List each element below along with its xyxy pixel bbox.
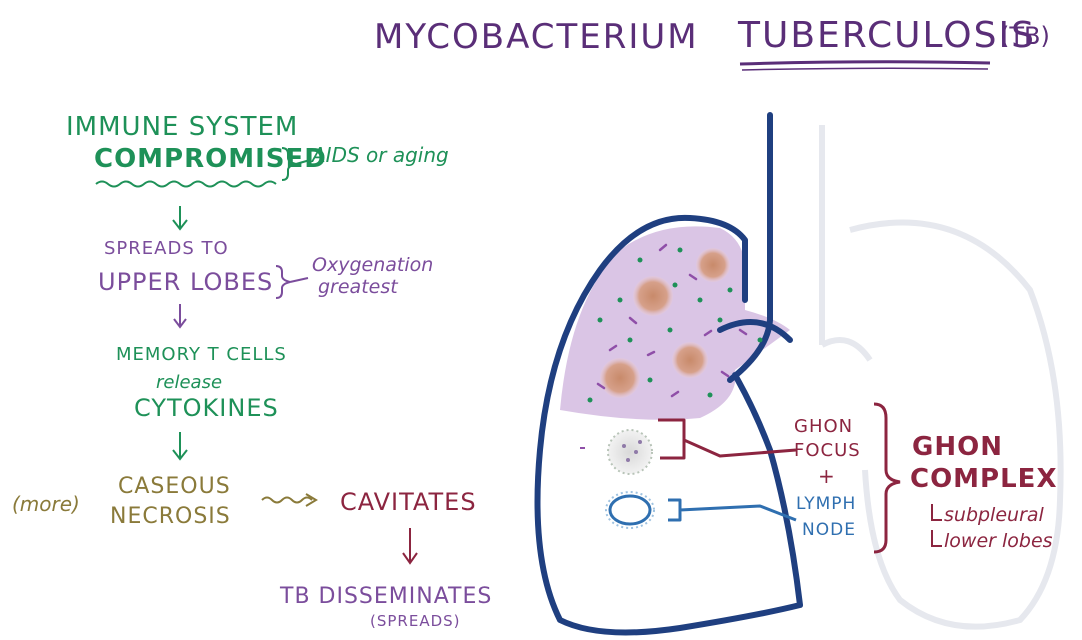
- compromised-squiggle: [96, 182, 276, 187]
- arrow-2: [174, 304, 186, 327]
- title-underline: [740, 62, 990, 64]
- immune-bracket: [282, 148, 296, 180]
- arrow-4: [403, 528, 417, 563]
- arrow-1: [173, 206, 187, 229]
- granuloma-2: [633, 276, 673, 316]
- arrow-3: [173, 432, 187, 459]
- granuloma-4: [600, 358, 640, 398]
- wavy-arrow: [262, 494, 316, 506]
- granuloma-3: [672, 342, 708, 378]
- ghon-focus-connector: [658, 420, 796, 458]
- lymph-connector: [668, 500, 796, 520]
- right-lung: [822, 125, 1061, 627]
- granuloma-1: [696, 248, 730, 282]
- lymph-node: [610, 496, 650, 524]
- lobes-bracket: [276, 266, 290, 298]
- title-underline-2: [742, 68, 988, 70]
- lower-lobes-mark: [932, 530, 942, 546]
- ghon-focus: [608, 430, 652, 474]
- ghon-complex-bracket: [874, 404, 900, 552]
- subpleural-mark: [932, 504, 942, 520]
